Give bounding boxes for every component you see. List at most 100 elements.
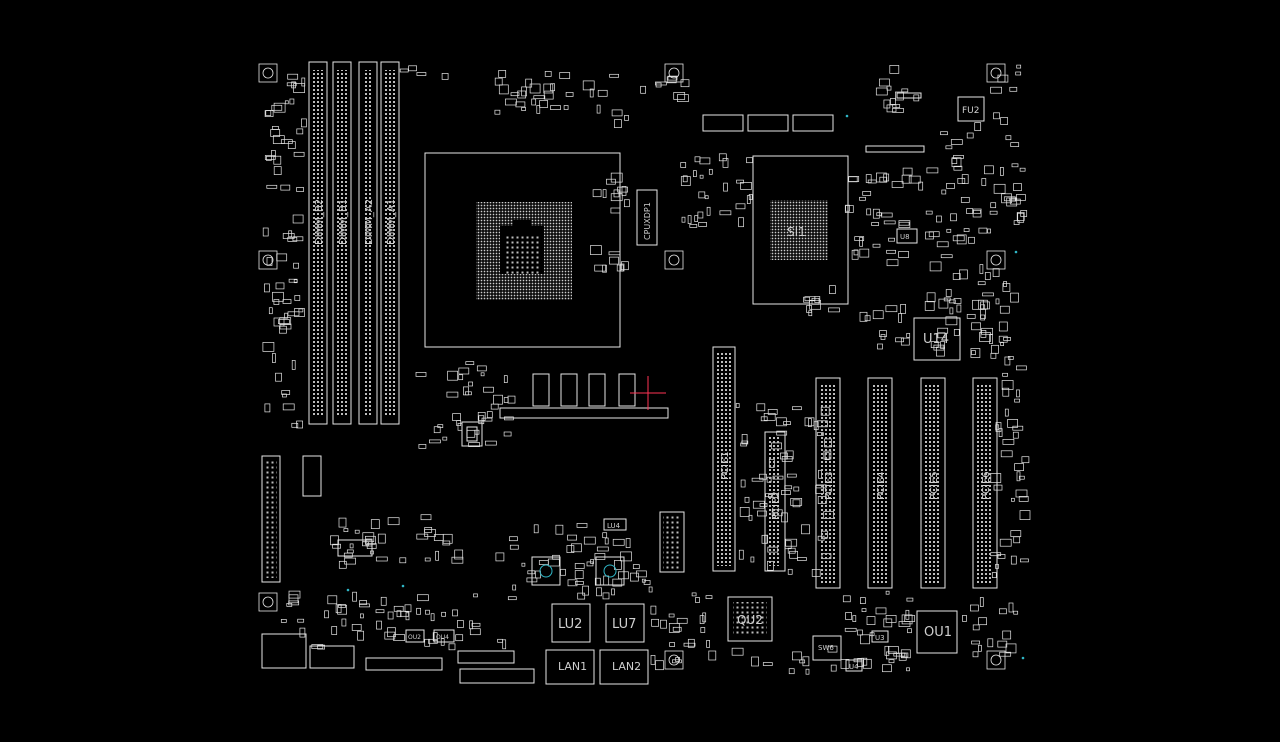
- passive-component: [882, 664, 892, 673]
- front-panel-header[interactable]: [659, 511, 685, 573]
- passive-component: [544, 71, 552, 77]
- passive-component: [675, 657, 680, 662]
- chip-u4[interactable]: U4: [845, 659, 863, 672]
- passive-component: [494, 109, 501, 115]
- passive-component: [291, 422, 299, 428]
- passive-component: [465, 391, 472, 396]
- pcie-slot-3-label: PCIE3: [824, 471, 835, 500]
- passive-component: [694, 156, 701, 163]
- audio-codec[interactable]: [461, 421, 483, 447]
- switch-sw6[interactable]: SW6: [812, 635, 842, 661]
- pcie-slot-1[interactable]: PCIE1: [712, 346, 736, 572]
- passive-component: [614, 119, 622, 128]
- atx-power-connector[interactable]: [261, 455, 322, 583]
- dimm-slot-a2[interactable]: DIMM_A2: [358, 61, 378, 425]
- chip-fu2[interactable]: FU2: [957, 96, 985, 122]
- passive-component: [359, 600, 367, 605]
- chip-qu2[interactable]: QU2: [727, 596, 773, 642]
- passive-component: [904, 615, 916, 622]
- chip-ou2[interactable]: OU2: [405, 629, 425, 643]
- mounting-hole: [664, 250, 684, 270]
- passive-component: [995, 298, 1000, 305]
- lan-controller-1[interactable]: [531, 556, 561, 586]
- chip-ou4[interactable]: OU4: [433, 629, 455, 643]
- passive-component: [359, 603, 370, 608]
- dimm-slot-b1[interactable]: DIMM_B1: [332, 61, 352, 425]
- pcie-slot-4[interactable]: PCIE4: [867, 377, 893, 589]
- passive-component: [602, 189, 607, 198]
- passive-component: [596, 587, 602, 597]
- passive-component: [972, 624, 980, 631]
- passive-component: [404, 604, 412, 613]
- dimm-slot-a1[interactable]: DIMM_A1: [380, 61, 400, 425]
- passive-component: [478, 415, 485, 425]
- cpu-socket[interactable]: [424, 152, 621, 348]
- passive-component: [451, 556, 464, 564]
- chip-u3[interactable]: U3: [871, 630, 889, 643]
- passive-component: [433, 534, 444, 541]
- passive-component: [604, 537, 609, 545]
- passive-component: [936, 241, 949, 248]
- lan-port-1[interactable]: LAN1: [545, 649, 595, 685]
- chip-lu2[interactable]: LU2: [551, 603, 591, 643]
- passive-component: [886, 259, 899, 267]
- chip-u14[interactable]: U14: [913, 317, 961, 361]
- passive-component: [950, 213, 957, 222]
- passive-component: [805, 668, 810, 675]
- passive-component: [876, 172, 887, 183]
- passive-component: [706, 206, 711, 216]
- cpu-xdp-connector[interactable]: CPUXDP1: [636, 189, 658, 246]
- passive-component: [455, 634, 464, 642]
- passive-component: [503, 397, 509, 403]
- passive-component: [630, 572, 639, 582]
- chip-ou1[interactable]: OU1: [916, 610, 958, 654]
- passive-component: [928, 231, 940, 238]
- passive-component: [952, 273, 961, 280]
- mounting-hole-ring: [262, 596, 274, 608]
- passive-component: [888, 659, 895, 664]
- passive-component: [786, 473, 797, 478]
- passive-component: [317, 644, 325, 650]
- dimm-slot-b2[interactable]: DIMM_B2: [308, 61, 328, 425]
- passive-component: [533, 524, 539, 534]
- chip-lu4[interactable]: LU4: [603, 518, 627, 531]
- passive-component: [750, 556, 755, 563]
- dimm-slot-b1-label: DIMM_B1: [338, 199, 349, 245]
- passive-component: [979, 332, 991, 342]
- passive-component: [792, 499, 801, 508]
- passive-component: [992, 268, 1000, 277]
- chip-u8[interactable]: U8: [896, 228, 918, 244]
- cursor-crosshair: [630, 376, 666, 410]
- pcie-slot-3[interactable]: PCIE3: [815, 377, 841, 589]
- passive-component: [898, 251, 909, 258]
- passive-component: [296, 420, 303, 429]
- passive-component: [424, 527, 433, 533]
- pcie-slot-5[interactable]: PCIE5: [920, 377, 946, 589]
- passive-component: [902, 167, 913, 176]
- passive-component: [959, 269, 968, 280]
- passive-component: [859, 248, 870, 258]
- passive-component: [998, 335, 1008, 343]
- passive-component: [698, 191, 706, 199]
- passive-component: [862, 191, 872, 196]
- pch-chipset[interactable]: SI1: [752, 155, 849, 305]
- pcie-slot-2[interactable]: PCIE2: [764, 431, 786, 572]
- passive-component: [926, 167, 939, 174]
- mounting-hole-ring: [668, 654, 680, 666]
- pcie-slot-6[interactable]: PCIE6: [972, 377, 998, 589]
- passive-component: [503, 375, 508, 383]
- lan-controller-2[interactable]: [595, 556, 625, 586]
- passive-component: [625, 538, 631, 548]
- passive-component: [937, 327, 949, 334]
- passive-component: [555, 524, 564, 535]
- passive-component: [611, 109, 623, 117]
- lan-port-2[interactable]: LAN2: [599, 649, 649, 685]
- passive-component: [282, 393, 287, 398]
- passive-component: [286, 82, 297, 87]
- passive-component: [722, 158, 729, 168]
- passive-component: [275, 282, 285, 290]
- chip-lu7[interactable]: LU7: [605, 603, 645, 643]
- passive-component: [961, 174, 969, 184]
- passive-component: [586, 561, 594, 567]
